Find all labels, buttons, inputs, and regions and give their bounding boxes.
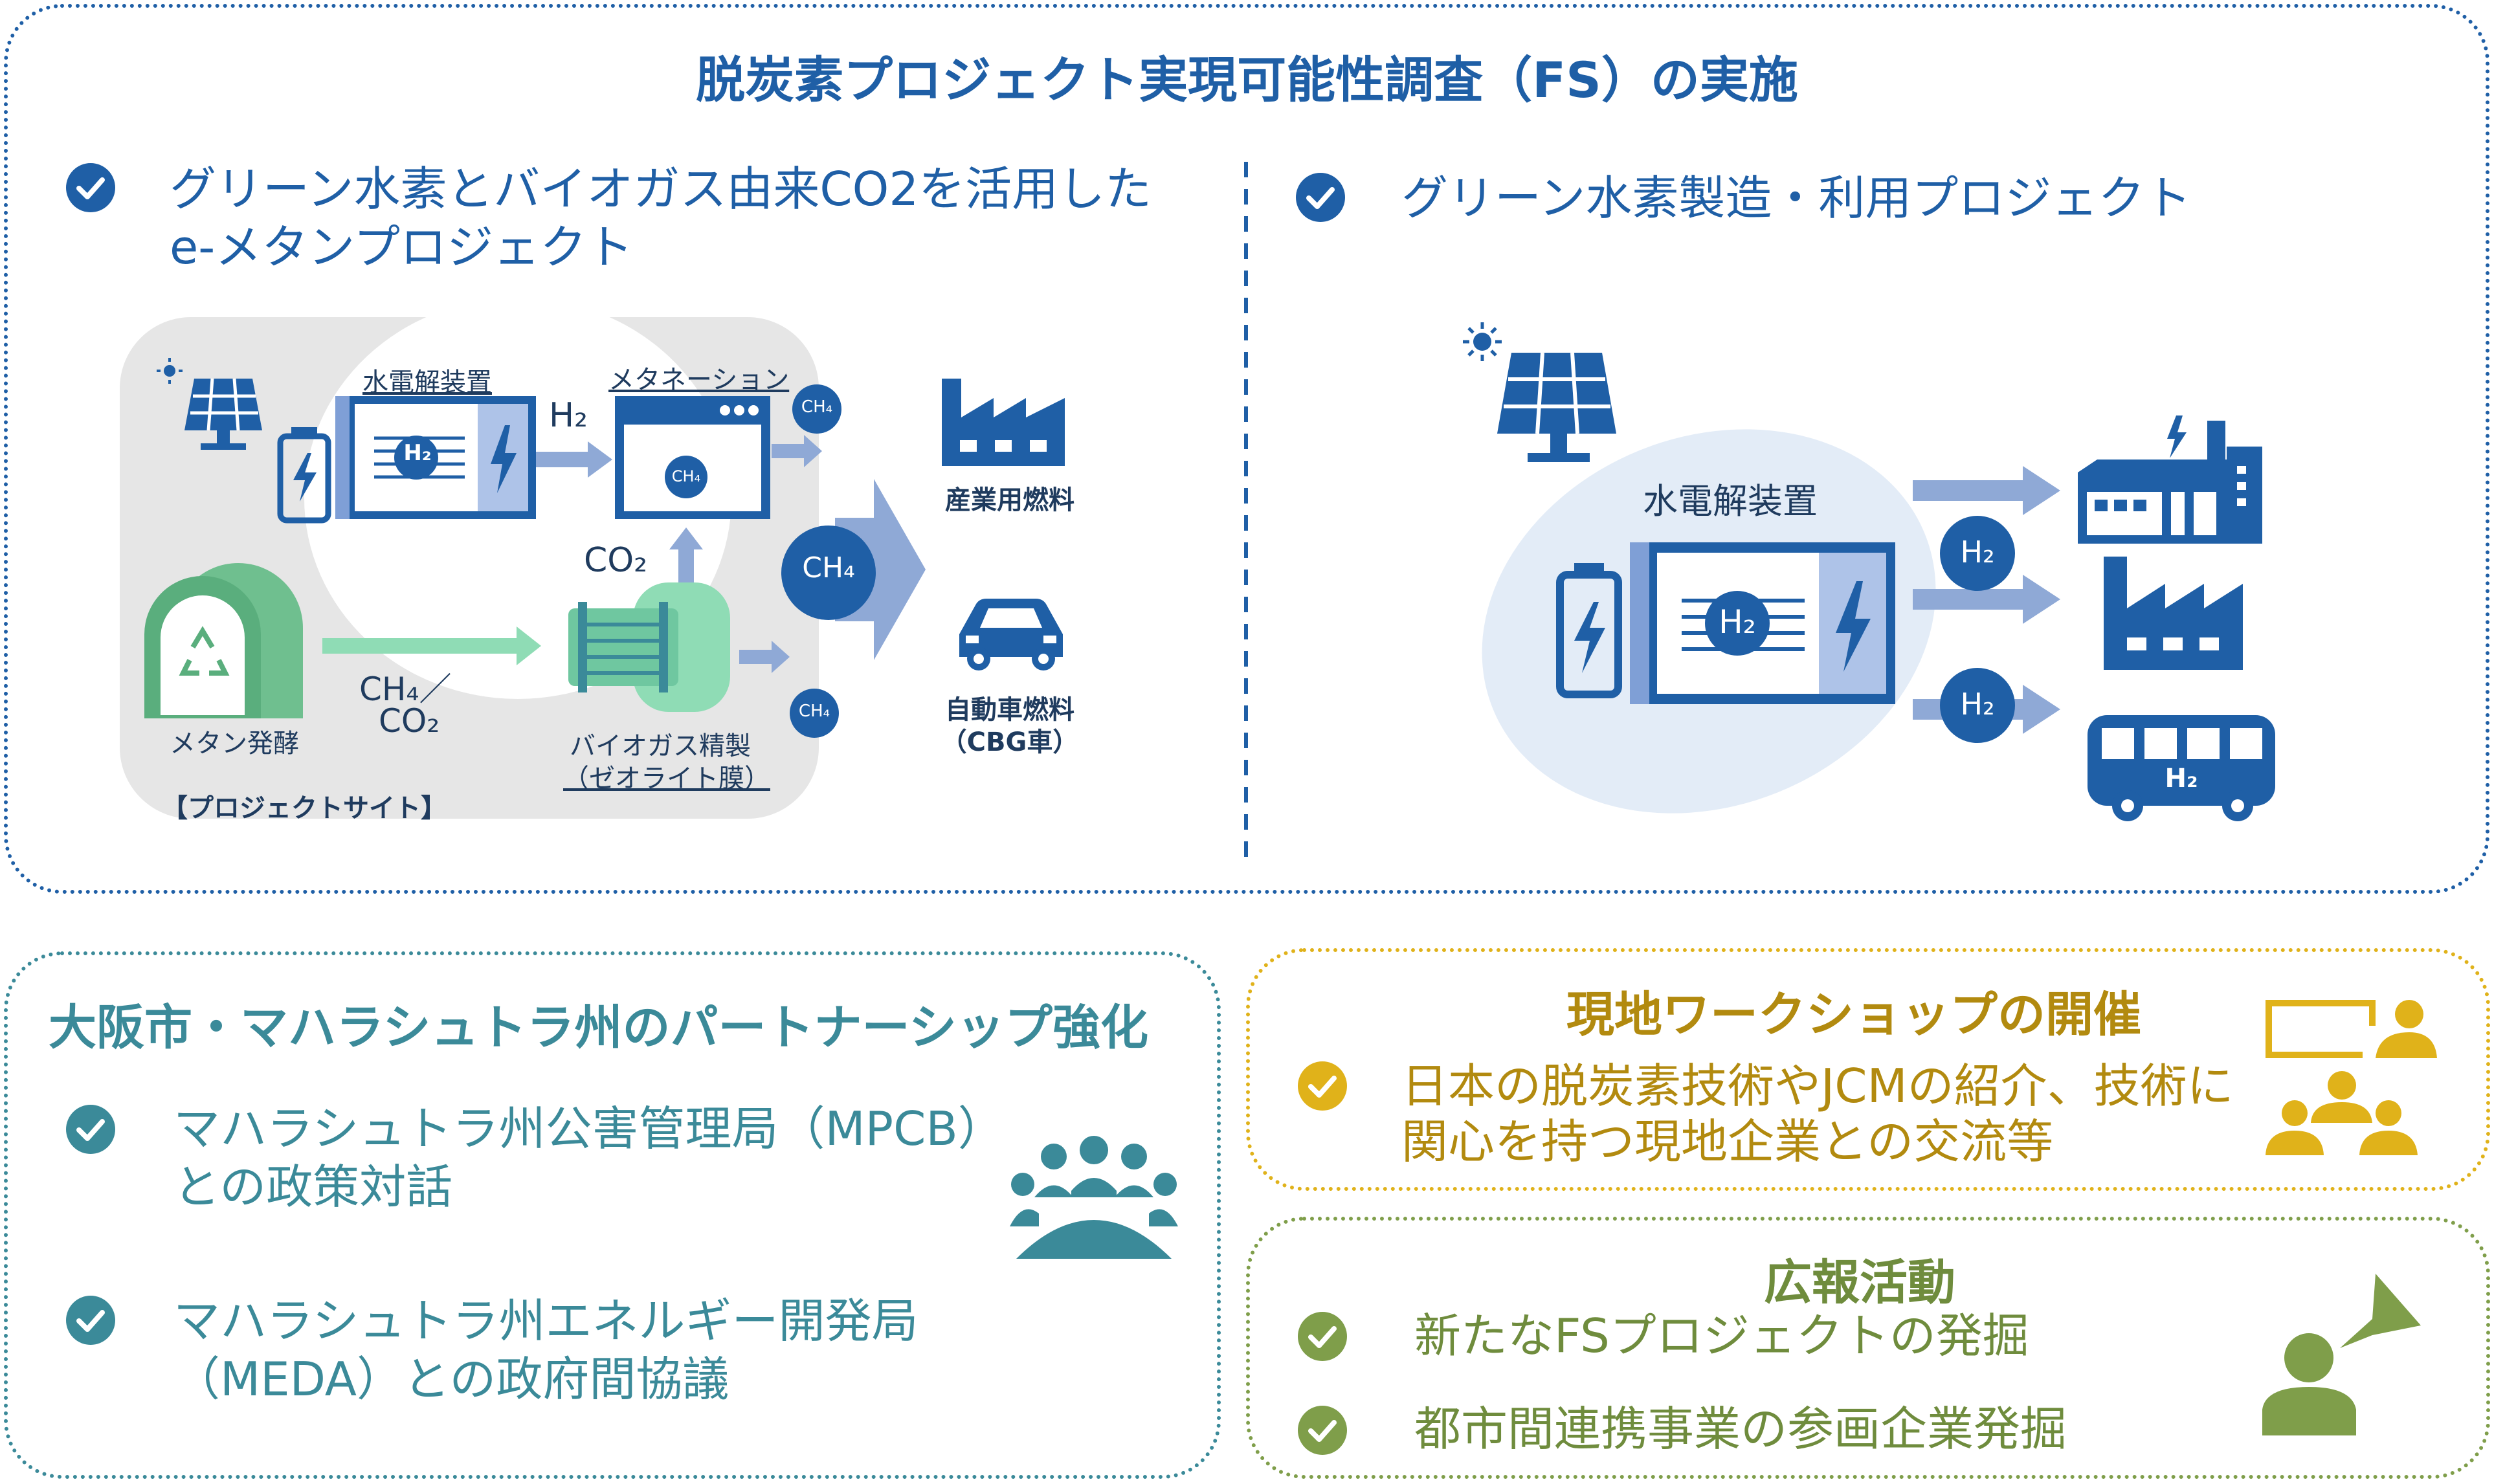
electrolyzer-unit <box>335 396 536 519</box>
emethane-heading-line1: グリーン水素とバイオガス由来CO2を活用した <box>170 162 1152 216</box>
project-site-label: 【プロジェクトサイト】 <box>162 793 447 823</box>
co2-arrow <box>669 527 703 589</box>
auto-fuel-line2: （CBG車） <box>941 727 1079 757</box>
h2-circle-bottom <box>1940 668 2015 743</box>
big-output-arrow <box>835 479 926 660</box>
pr-item1: 新たなFSプロジェクトの発掘 <box>1414 1309 2029 1363</box>
ch4-co2-line2: CO₂ <box>379 702 440 740</box>
electrolyzer-unit <box>1630 542 1895 704</box>
workshop-title: 現地ワークショップの開催 <box>1566 987 2141 1043</box>
biogas-refining-icon <box>568 582 730 712</box>
megaphone-person-icon <box>2262 1274 2421 1435</box>
ch4-big-label: CH₄ <box>802 551 855 584</box>
ch4-chip-top <box>792 384 841 434</box>
h2-top-label: H₂ <box>1960 535 1995 570</box>
battery-icon <box>1556 563 1622 698</box>
green-hydrogen-heading: グリーン水素製造・利用プロジェクト <box>1401 171 2192 225</box>
workshop-line2: 関心を持つ現地企業との交流等 <box>1401 1114 2054 1169</box>
meeting-group-icon <box>1010 1136 1178 1259</box>
pr-item2: 都市間連携事業の参画企業発掘 <box>1414 1402 2067 1456</box>
factory-icon <box>942 379 1065 466</box>
ch4-big-circle <box>781 526 876 620</box>
check-icon <box>66 163 115 212</box>
check-icon <box>1298 1312 1347 1361</box>
meda-line1: マハラシュトラ州エネルギー開発局 <box>173 1294 919 1348</box>
emethane-heading-line2: e-メタンプロジェクト <box>170 220 634 274</box>
auto-fuel-line1: 自動車燃料 <box>945 695 1074 725</box>
ch4-chip-top-label: CH₄ <box>801 397 833 417</box>
mpcb-line2: との政策対話 <box>173 1160 453 1214</box>
ch4-co2-line1: CH₄／ <box>359 670 452 708</box>
biogas-label-line2: （ゼオライト膜） <box>563 764 770 793</box>
biogas-arrow <box>322 626 541 665</box>
workshop-line1: 日本の脱炭素技術やJCMの紹介、技術に <box>1401 1059 2234 1113</box>
solar-panel-icon <box>1463 322 1616 462</box>
bus-h2-label: H₂ <box>2165 764 2198 793</box>
mpcb-line1: マハラシュトラ州公害管理局（MPCB） <box>173 1102 1005 1156</box>
power-plant-icon <box>2078 415 2262 544</box>
solar-panel-icon <box>157 358 262 450</box>
check-icon <box>66 1296 115 1345</box>
h2-chip-left: H₂ <box>403 440 432 466</box>
electrolyzer-label-right: 水電解装置 <box>1643 481 1818 522</box>
h2-arrow <box>536 441 612 478</box>
methanation-out-arrow <box>772 435 822 467</box>
car-icon <box>959 599 1063 670</box>
electrolyzer-label: 水電解装置 <box>362 368 492 397</box>
check-icon <box>1298 1406 1347 1455</box>
methane-fermentation-icon <box>144 563 303 718</box>
h2-bottom-label: H₂ <box>1960 687 1995 722</box>
battery-icon <box>277 427 331 524</box>
co2-label: CO₂ <box>584 541 648 580</box>
methanation-label: メタネーション <box>608 365 790 395</box>
check-icon <box>66 1105 115 1154</box>
biogas-label-line1: バイオガス精製 <box>570 731 751 761</box>
pr-title: 広報活動 <box>1764 1255 1955 1311</box>
h2-center-label: H₂ <box>1719 603 1756 641</box>
ch4-chip-bottom-label: CH₄ <box>798 702 830 721</box>
methanation-unit <box>615 396 770 519</box>
meda-line2: （MEDA）との政府間協議 <box>173 1352 729 1406</box>
factory-icon <box>2104 557 2243 670</box>
check-icon <box>1296 173 1345 222</box>
check-icon <box>1298 1061 1347 1111</box>
methane-fermentation-label: メタン発酵 <box>170 729 299 759</box>
vertical-divider <box>1244 162 1248 861</box>
industrial-fuel-label: 産業用燃料 <box>945 485 1074 515</box>
biogas-out-arrow <box>739 641 790 673</box>
h2-label: H₂ <box>549 396 588 435</box>
fs-title: 脱炭素プロジェクト実現可能性調査（FS）の実施 <box>696 51 1798 109</box>
h2-circle-top <box>1940 516 2015 591</box>
ch4-chip-bottom <box>790 689 839 738</box>
presentation-icon <box>2266 1000 2437 1155</box>
ch4-chip-methanation: CH₄ <box>671 467 701 485</box>
bus-icon <box>2088 715 2275 821</box>
partnership-title: 大阪市・マハラシュトラ州のパートナーシップ強化 <box>49 1000 1149 1056</box>
